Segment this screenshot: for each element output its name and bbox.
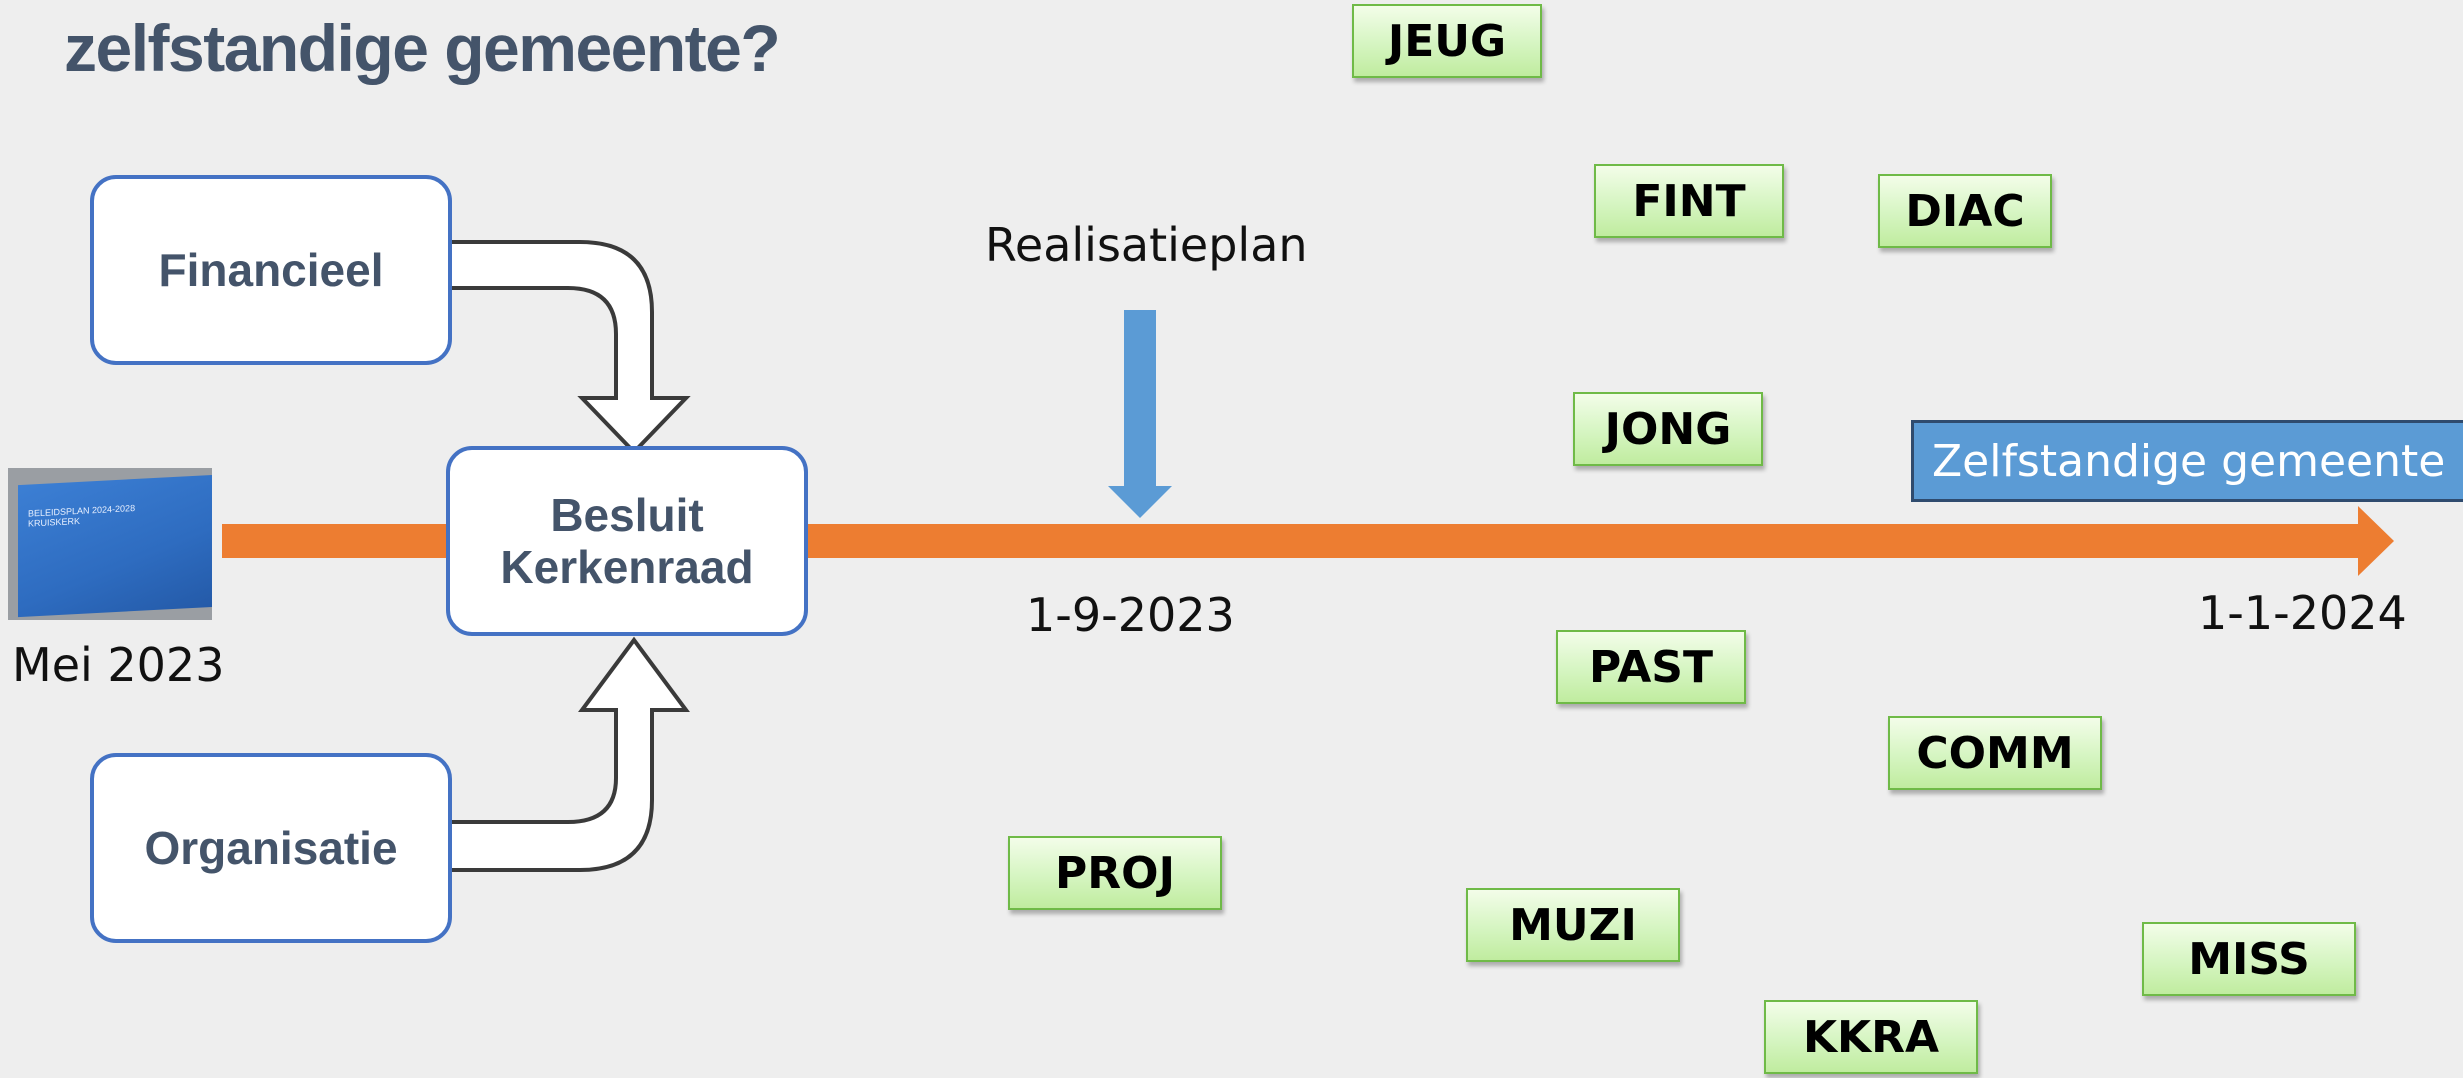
- slide-title-line-1: Hoe worden we een: [64, 0, 779, 12]
- policy-plan-book-text: BELEIDSPLAN 2024-2028 KRUISKERK: [28, 503, 135, 529]
- organization-bent-arrow: [446, 636, 690, 872]
- tag-proj-label: PROJ: [1055, 847, 1175, 899]
- tag-comm-label: COMM: [1916, 727, 2074, 779]
- tag-fint-label: FINT: [1632, 175, 1746, 227]
- slide-title-line-2: zelfstandige gemeente?: [64, 11, 781, 85]
- tag-proj: PROJ: [1008, 836, 1222, 910]
- financial-box: Financieel: [90, 175, 452, 365]
- milestone-arrowhead: [1108, 486, 1172, 518]
- goal-label: Zelfstandige gemeente: [1932, 435, 2446, 487]
- milestone-arrow-shaft: [1124, 310, 1156, 488]
- tag-jeug: JEUG: [1352, 4, 1542, 78]
- tag-past: PAST: [1556, 630, 1746, 704]
- tag-miss-label: MISS: [2188, 933, 2310, 985]
- tag-jong-label: JONG: [1604, 403, 1732, 455]
- financial-bent-arrow: [446, 240, 691, 455]
- policy-plan-photo: BELEIDSPLAN 2024-2028 KRUISKERK: [8, 468, 212, 620]
- start-date-label: Mei 2023: [12, 638, 225, 692]
- tag-miss: MISS: [2142, 922, 2356, 996]
- tag-past-label: PAST: [1589, 641, 1713, 693]
- tag-muzi-label: MUZI: [1509, 899, 1637, 951]
- slide-title: Hoe worden we een zelfstandige gemeente?: [64, 0, 781, 85]
- tag-jeug-label: JEUG: [1387, 15, 1507, 67]
- tag-comm: COMM: [1888, 716, 2102, 790]
- tag-diac: DIAC: [1878, 174, 2052, 248]
- organization-box: Organisatie: [90, 753, 452, 943]
- decision-label-line-2: Kerkenraad: [500, 541, 754, 593]
- milestone-label: Realisatieplan: [985, 218, 1308, 272]
- tag-jong: JONG: [1573, 392, 1763, 466]
- end-date-label: 1-1-2024: [2198, 586, 2407, 640]
- tag-kkra-label: KKRA: [1802, 1011, 1940, 1063]
- organization-label: Organisatie: [144, 822, 398, 874]
- timeline-arrowhead: [2358, 506, 2394, 576]
- milestone-date-label: 1-9-2023: [1026, 588, 1235, 642]
- tag-kkra: KKRA: [1764, 1000, 1978, 1074]
- financial-label: Financieel: [158, 244, 384, 296]
- goal-label-box: Zelfstandige gemeente: [1911, 420, 2463, 502]
- tag-diac-label: DIAC: [1905, 185, 2025, 237]
- decision-box: Besluit Kerkenraad: [446, 446, 808, 636]
- tag-fint: FINT: [1594, 164, 1784, 238]
- decision-label-line-1: Besluit: [550, 489, 704, 541]
- policy-plan-book: BELEIDSPLAN 2024-2028 KRUISKERK: [18, 474, 212, 618]
- tag-muzi: MUZI: [1466, 888, 1680, 962]
